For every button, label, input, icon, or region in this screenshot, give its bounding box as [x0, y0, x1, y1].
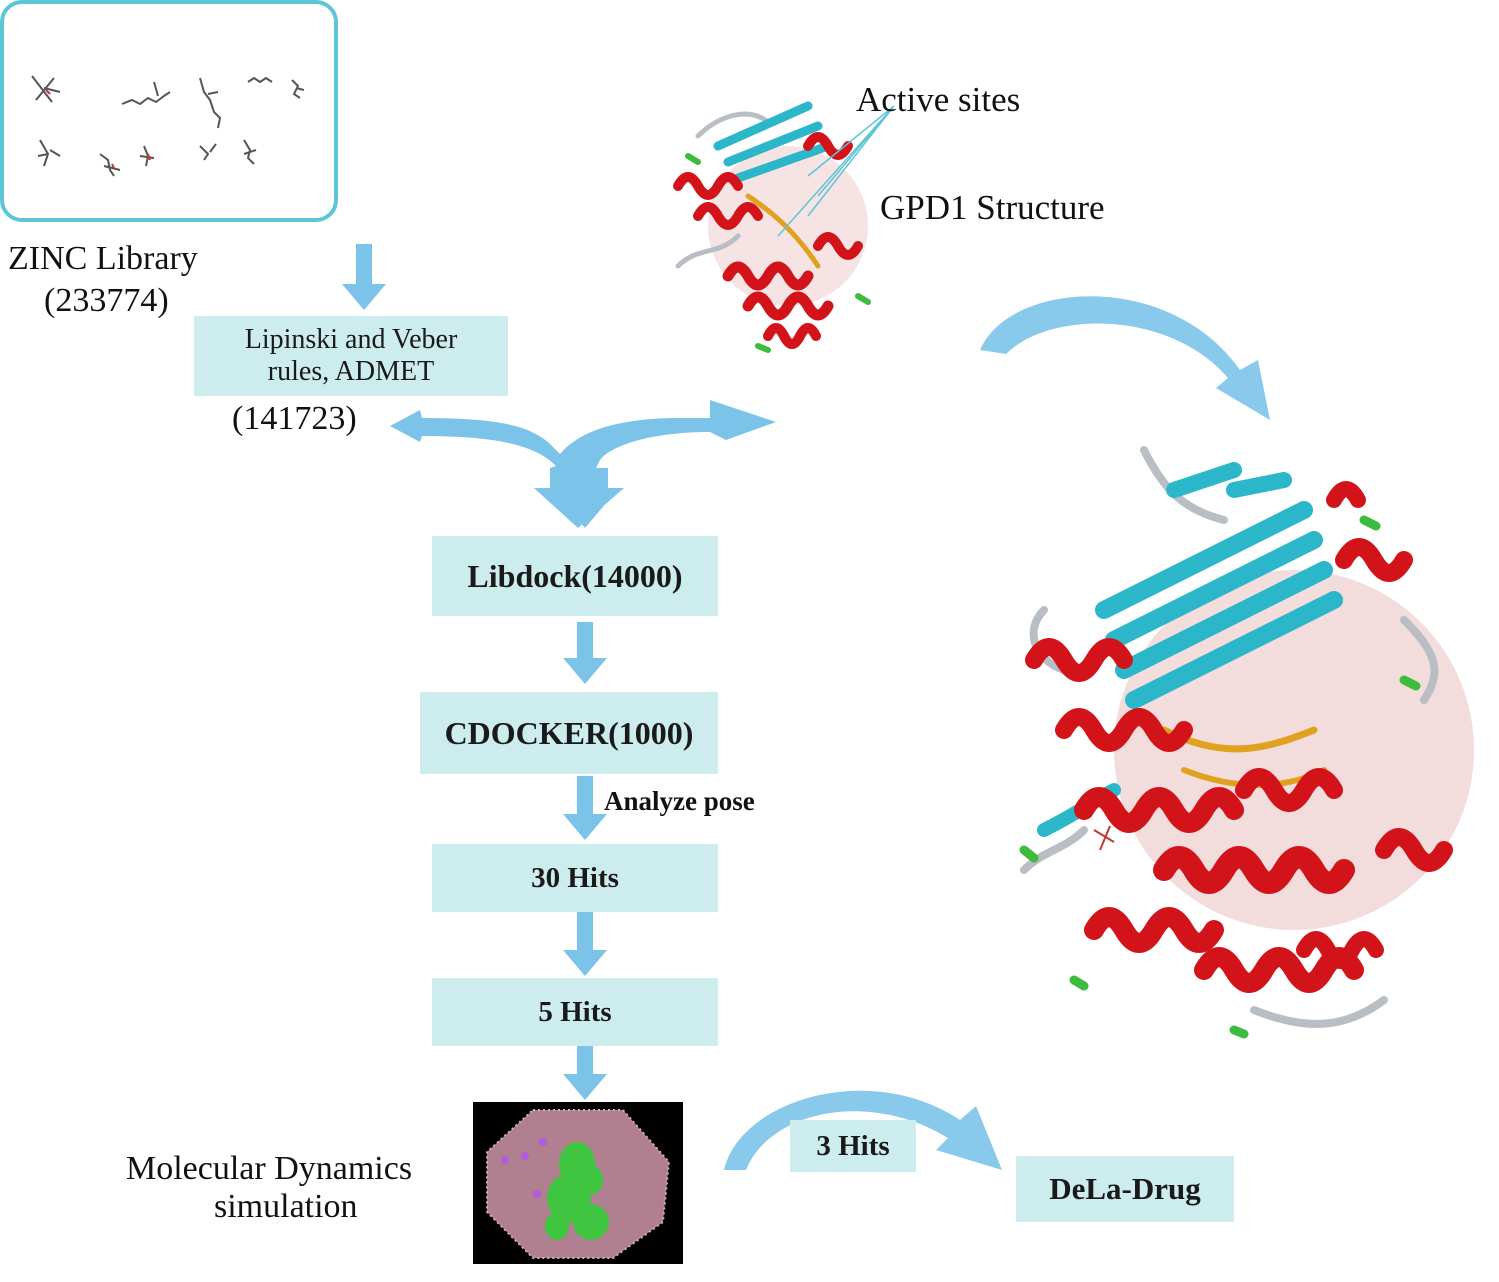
libdock-box: Libdock(14000): [432, 536, 718, 616]
dela-drug-label: DeLa-Drug: [1049, 1171, 1201, 1206]
hits-30-box: 30 Hits: [432, 844, 718, 912]
ligand-library-panel: [0, 0, 338, 222]
md-simulation-snapshot: [473, 1102, 683, 1264]
arrow-to-libdock: [563, 466, 607, 528]
md-label-line-1: Molecular Dynamics: [126, 1150, 413, 1187]
filter-line-2: rules, ADMET: [267, 356, 435, 387]
md-label-line-2: simulation: [214, 1188, 358, 1225]
library-count: (233774): [44, 282, 169, 319]
arrow-to-5-hits: [563, 912, 607, 976]
hits-5-box: 5 Hits: [432, 978, 718, 1046]
libdock-label: Libdock(14000): [467, 557, 683, 594]
gpd1-large-structure-icon: [1019, 446, 1474, 1039]
gpd1-structure-label: GPD1 Structure: [880, 188, 1105, 227]
arrow-to-md: [563, 1046, 607, 1100]
merge-bracket-arrow: [390, 400, 776, 528]
filter-count: (141723): [232, 400, 357, 437]
hits-3-box: 3 Hits: [790, 1120, 916, 1172]
dela-drug-box: DeLa-Drug: [1016, 1156, 1234, 1222]
filter-rules-box: Lipinski and Veber rules, ADMET: [194, 316, 508, 396]
cdocker-box: CDOCKER(1000): [420, 692, 718, 774]
curved-arrow-to-drug: [724, 1090, 1002, 1170]
active-sites-label: Active sites: [856, 80, 1021, 119]
hits-5-label: 5 Hits: [538, 995, 612, 1028]
arrow-library-to-filter: [342, 244, 386, 310]
cdocker-label: CDOCKER(1000): [444, 714, 694, 751]
analyze-pose-label: Analyze pose: [604, 786, 755, 816]
arrow-to-30-hits: [563, 776, 607, 840]
gpd1-small-structure-icon: [673, 101, 895, 353]
library-name: ZINC Library: [8, 240, 198, 277]
filter-line-1: Lipinski and Veber: [244, 324, 458, 355]
curved-arrow-to-large-structure: [980, 296, 1270, 420]
hits-30-label: 30 Hits: [531, 861, 619, 894]
hits-3-label: 3 Hits: [816, 1129, 890, 1162]
ligand-molecules-icon: [31, 75, 305, 177]
arrow-to-cdocker: [563, 622, 607, 684]
